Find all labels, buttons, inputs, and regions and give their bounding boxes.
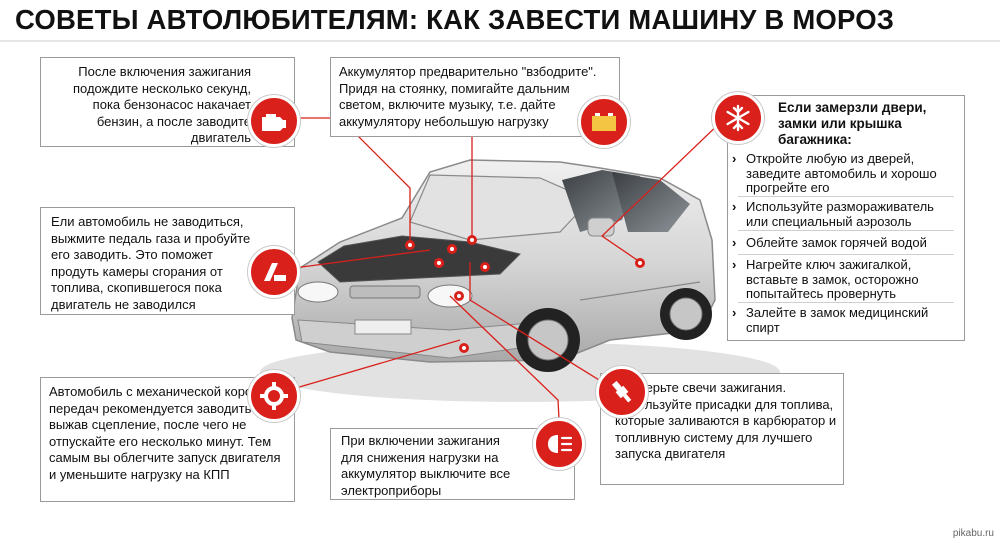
- anchor-dot: [459, 343, 469, 353]
- car-door-line: [579, 281, 701, 301]
- snowflake-badge: [712, 92, 764, 144]
- tip-lights-box: При включении зажигания для снижения наг…: [330, 428, 575, 500]
- divider: [738, 254, 954, 255]
- anchor-dot: [454, 291, 464, 301]
- divider: [738, 230, 954, 231]
- chevron-right-icon: ›: [732, 235, 737, 250]
- anchor-dot: [467, 235, 477, 245]
- anchor-dot: [635, 258, 645, 268]
- frozen-tip-text: Облейте замок горячей водой: [746, 235, 927, 250]
- spark-plug-icon: [611, 380, 632, 403]
- tip-ignition-text: После включения зажигания подождите неск…: [72, 64, 251, 145]
- snowflake-icon: [726, 104, 750, 132]
- frozen-tips-box: Если замерзли двери, замки или крышка ба…: [727, 95, 965, 341]
- frozen-tip: › Используйте размораживатель или специал…: [732, 199, 954, 229]
- leader-manual: [295, 339, 461, 389]
- leader-frozen: [600, 117, 726, 263]
- tip-gas-box: Ели автомобиль не заводиться, выжмите пе…: [40, 207, 295, 315]
- tip-manual-box: Автомобиль с механической коробкой перед…: [40, 377, 295, 502]
- car-grille: [349, 285, 421, 299]
- engine-icon: [262, 114, 286, 131]
- tip-lights-text: При включении зажигания для снижения наг…: [341, 433, 511, 498]
- page-title: СОВЕТЫ АВТОЛЮБИТЕЛЯМ: КАК ЗАВЕСТИ МАШИНУ…: [15, 4, 895, 35]
- engine-badge: [248, 95, 300, 147]
- spark-plug-badge: [596, 366, 648, 418]
- battery-badge: [578, 96, 630, 148]
- frozen-tip: › Откройте любую из дверей, заведите авто…: [732, 151, 954, 196]
- anchor-dot: [447, 244, 457, 254]
- frozen-tip: › Залейте в замок медицинский спирт: [732, 305, 954, 335]
- gear-badge: [248, 370, 300, 422]
- chevron-right-icon: ›: [732, 199, 737, 214]
- frozen-tip-text: Используйте размораживатель или специаль…: [746, 199, 934, 229]
- leader-ignition: [294, 117, 411, 240]
- anchor-dot: [434, 258, 444, 268]
- title-divider: [0, 40, 1000, 42]
- gas-pedal-icon: [264, 263, 286, 281]
- headlight-icon: [548, 435, 573, 453]
- anchor-dot: [480, 262, 490, 272]
- title-bar: СОВЕТЫ АВТОЛЮБИТЕЛЯМ: КАК ЗАВЕСТИ МАШИНУ…: [0, 0, 1000, 40]
- frozen-tip-text: Откройте любую из дверей, заведите автом…: [746, 151, 937, 195]
- frozen-tip: › Нагрейте ключ зажигалкой, вставьте в за…: [732, 257, 954, 302]
- tip-battery-box: Аккумулятор предварительно "взбодрите". …: [330, 57, 620, 137]
- headlight-left: [297, 281, 339, 303]
- chevron-right-icon: ›: [732, 305, 737, 320]
- leader-gas: [293, 249, 431, 269]
- watermark: pikabu.ru: [952, 528, 994, 539]
- chevron-right-icon: ›: [732, 257, 737, 272]
- tip-battery-text: Аккумулятор предварительно "взбодрите". …: [339, 64, 597, 129]
- license-plate: [354, 319, 412, 335]
- frozen-tip-text: Залейте в замок медицинский спирт: [746, 305, 929, 335]
- gas-pedal-badge: [248, 246, 300, 298]
- tip-manual-text: Автомобиль с механической коробкой перед…: [49, 384, 281, 482]
- battery-icon: [592, 113, 616, 131]
- anchor-dot: [405, 240, 415, 250]
- front-rim: [527, 319, 569, 361]
- leader-plugs: [469, 262, 613, 389]
- tip-gas-text: Ели автомобиль не заводиться, выжмите пе…: [51, 214, 251, 312]
- divider: [738, 196, 954, 197]
- chevron-right-icon: ›: [732, 151, 737, 166]
- frozen-heading: Если замерзли двери, замки или крышка ба…: [778, 100, 927, 147]
- divider: [738, 302, 954, 303]
- frozen-tip: › Облейте замок горячей водой: [732, 235, 954, 251]
- car-side-window: [612, 172, 690, 232]
- gear-icon: [260, 382, 288, 410]
- headlight-badge: [533, 418, 585, 470]
- rear-rim: [669, 297, 703, 331]
- car-mirror: [587, 217, 615, 237]
- tip-plugs-text: Проверьте свечи зажигания. Используйте п…: [615, 380, 837, 461]
- frozen-tip-text: Нагрейте ключ зажигалкой, вставьте в зам…: [746, 257, 919, 301]
